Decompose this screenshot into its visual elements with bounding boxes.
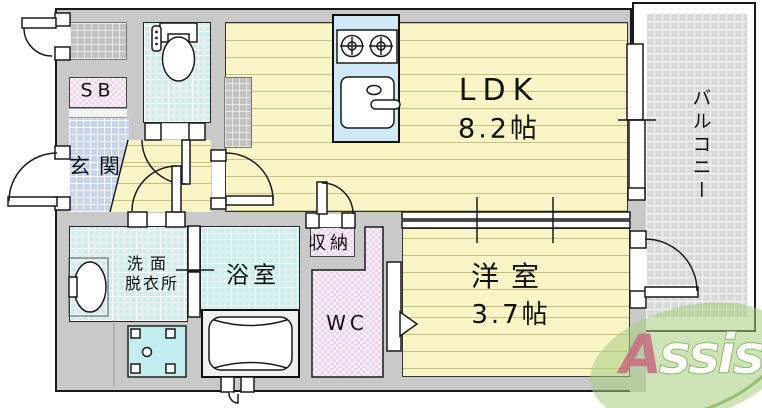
western-balcony-door bbox=[629, 230, 699, 309]
pipe-shaft-column bbox=[224, 77, 252, 148]
wc-door bbox=[386, 261, 419, 352]
storage-floor bbox=[310, 227, 355, 257]
washroom-label-line1: 洗面 bbox=[126, 254, 174, 273]
logo-text-a: A bbox=[616, 323, 659, 386]
bathtub-icon bbox=[201, 309, 300, 378]
door-leaf-icon bbox=[644, 286, 699, 298]
bathroom-floor bbox=[200, 226, 300, 313]
shoebox-step bbox=[69, 108, 127, 118]
western-room-size-label: 3.7帖 bbox=[471, 300, 551, 330]
ldk-label: LDK bbox=[458, 73, 540, 108]
balcony-sliding-window bbox=[618, 43, 656, 201]
ldk-door bbox=[210, 149, 274, 210]
stove-icon bbox=[336, 29, 398, 64]
ldk-size-label: 8.2帖 bbox=[458, 113, 540, 145]
washroom-door bbox=[127, 165, 186, 228]
wc-outline bbox=[311, 226, 384, 378]
balcony-floor bbox=[646, 14, 747, 318]
door-swing-icon bbox=[225, 152, 274, 201]
bathroom-label: 浴室 bbox=[226, 262, 280, 289]
ldk-floor bbox=[225, 22, 628, 212]
room-partition bbox=[401, 197, 631, 243]
balcony-label: バルコニー bbox=[689, 88, 712, 203]
shoebox-label: SB bbox=[80, 79, 116, 102]
western-room-label: 洋室 bbox=[470, 260, 552, 293]
door-swing-icon bbox=[23, 27, 53, 57]
door-swing-icon bbox=[131, 165, 178, 212]
logo-text: Assist bbox=[616, 323, 762, 386]
sliding-door-icon bbox=[401, 220, 631, 229]
storage-label: 収納 bbox=[308, 233, 352, 254]
door-leaf-icon bbox=[225, 195, 274, 206]
storage-door bbox=[305, 181, 356, 229]
entrance-step-line bbox=[109, 139, 129, 213]
door-leaf-icon bbox=[316, 181, 328, 215]
sink-icon bbox=[340, 76, 401, 129]
wc-label: WC bbox=[326, 311, 368, 335]
logo-text-ssist: ssist bbox=[659, 323, 762, 386]
toilet-icon bbox=[151, 22, 198, 82]
western-room-floor bbox=[402, 228, 630, 377]
bath-faucet-icon bbox=[220, 376, 255, 404]
washbasin-icon bbox=[68, 257, 109, 317]
door-swing-icon bbox=[644, 238, 698, 292]
neighbor-door bbox=[21, 12, 71, 61]
toilet-door bbox=[141, 122, 206, 185]
door-swing-icon bbox=[321, 182, 354, 215]
door-swing-icon bbox=[8, 152, 58, 202]
washroom-label-line2: 脱衣所 bbox=[124, 274, 180, 293]
sliding-door-icon bbox=[401, 211, 631, 220]
shoebox-area bbox=[69, 77, 127, 108]
assist-logo: Assist bbox=[590, 302, 762, 408]
entrance-label: 玄関 bbox=[69, 154, 129, 179]
outswing-door-icon bbox=[399, 310, 419, 338]
entrance-door bbox=[7, 145, 71, 211]
bathroom-door bbox=[176, 225, 214, 318]
door-leaf-icon bbox=[7, 196, 58, 207]
utility-space bbox=[69, 22, 127, 60]
washing-pan-icon bbox=[127, 325, 187, 378]
door-leaf-icon bbox=[21, 17, 57, 29]
